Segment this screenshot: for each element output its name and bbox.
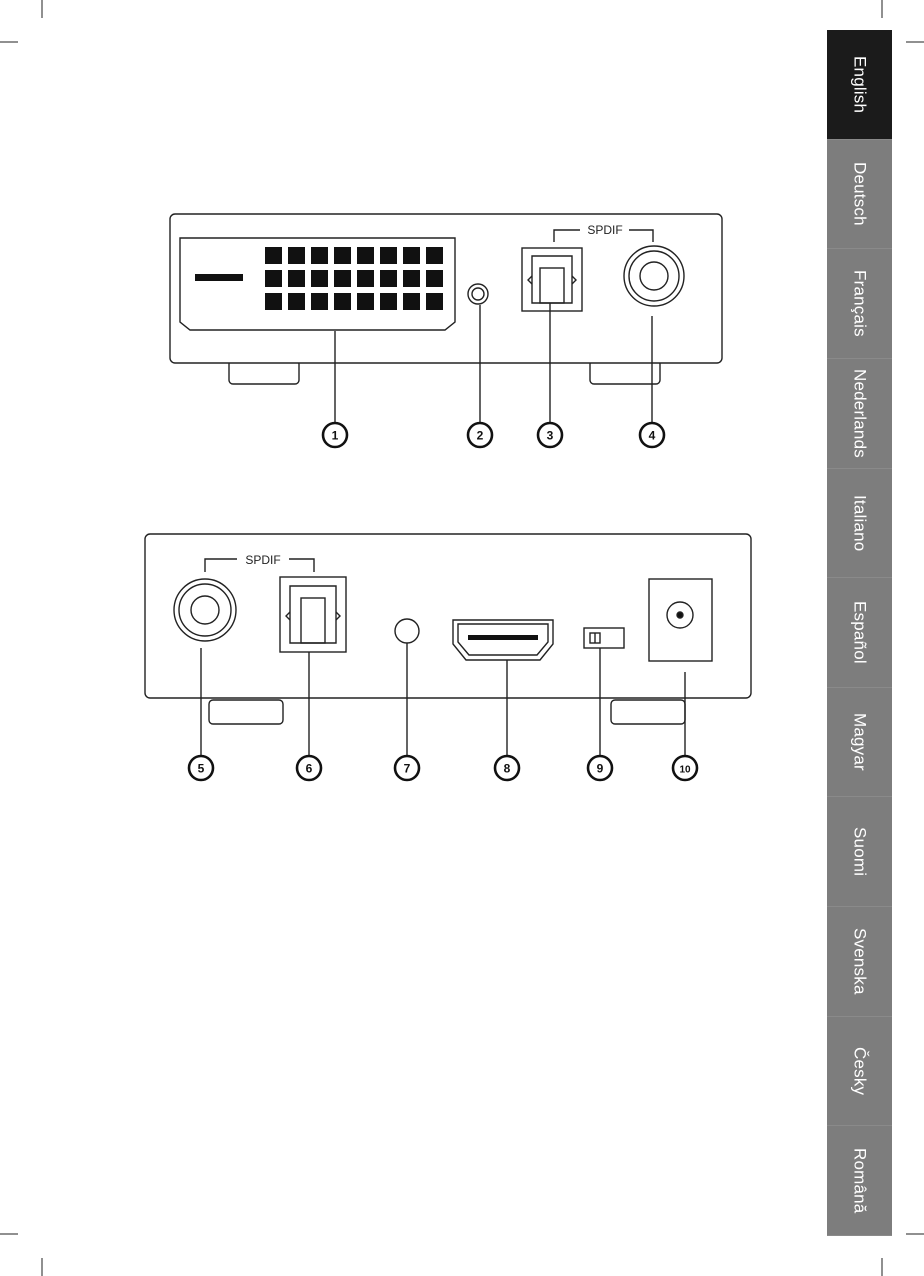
- dvi-pin: [311, 270, 328, 287]
- dvi-pin: [403, 293, 420, 310]
- lang-tab-5[interactable]: Español: [827, 578, 892, 688]
- svg-text:5: 5: [198, 762, 205, 776]
- dvi-pin: [380, 293, 397, 310]
- lang-tab-3[interactable]: Nederlands: [827, 359, 892, 469]
- lang-tab-label: Italiano: [850, 495, 870, 551]
- svg-text:4: 4: [649, 429, 656, 443]
- lang-tab-label: Svenska: [850, 928, 870, 995]
- svg-text:6: 6: [306, 762, 313, 776]
- lang-tab-10[interactable]: Română: [827, 1126, 892, 1236]
- dvi-pin: [334, 293, 351, 310]
- lang-tab-4[interactable]: Italiano: [827, 469, 892, 579]
- dvi-pin: [380, 270, 397, 287]
- dvi-pin: [265, 293, 282, 310]
- dvi-pin: [311, 293, 328, 310]
- lang-tab-7[interactable]: Suomi: [827, 797, 892, 907]
- dvi-pin: [426, 247, 443, 264]
- lang-tab-6[interactable]: Magyar: [827, 688, 892, 798]
- lang-tab-label: Nederlands: [850, 369, 870, 458]
- dvi-pin: [357, 247, 374, 264]
- dvi-pin: [357, 270, 374, 287]
- lang-tab-0[interactable]: English: [827, 30, 892, 140]
- callout-5: 5: [189, 756, 213, 780]
- svg-text:10: 10: [679, 765, 691, 776]
- callout-9: 9: [588, 756, 612, 780]
- top-panel: SPDIF: [170, 214, 722, 423]
- lang-tab-8[interactable]: Svenska: [827, 907, 892, 1017]
- dvi-pin: [426, 270, 443, 287]
- dvi-pin: [288, 247, 305, 264]
- dvi-port: [180, 238, 455, 330]
- svg-text:9: 9: [597, 762, 604, 776]
- svg-text:3: 3: [547, 429, 554, 443]
- svg-text:2: 2: [477, 429, 484, 443]
- lang-tab-1[interactable]: Deutsch: [827, 140, 892, 250]
- dvi-pin: [380, 247, 397, 264]
- lang-tab-label: English: [850, 56, 870, 113]
- lang-tab-label: Česky: [850, 1047, 870, 1095]
- callout-10: 10: [673, 756, 697, 780]
- callout-8: 8: [495, 756, 519, 780]
- lang-tab-9[interactable]: Česky: [827, 1017, 892, 1127]
- dvi-pin: [403, 247, 420, 264]
- lang-tab-label: Deutsch: [850, 162, 870, 226]
- bottom-foot-left: [209, 700, 283, 724]
- dvi-pin: [288, 270, 305, 287]
- callout-6: 6: [297, 756, 321, 780]
- lang-tab-2[interactable]: Français: [827, 249, 892, 359]
- dvi-pin: [357, 293, 374, 310]
- dvi-pin: [426, 293, 443, 310]
- svg-text:8: 8: [504, 762, 511, 776]
- dvi-pin: [334, 247, 351, 264]
- callout-2: 2: [468, 423, 492, 447]
- dvi-pin: [403, 270, 420, 287]
- lang-tab-label: Español: [850, 601, 870, 664]
- svg-text:7: 7: [404, 762, 411, 776]
- top-spdif-label: SPDIF: [587, 223, 622, 237]
- callout-3: 3: [538, 423, 562, 447]
- dvi-pin: [311, 247, 328, 264]
- callout-7: 7: [395, 756, 419, 780]
- lang-tab-label: Français: [850, 270, 870, 337]
- lang-tab-label: Suomi: [850, 827, 870, 876]
- callout-1: 1: [323, 423, 347, 447]
- dvi-pin: [265, 247, 282, 264]
- bottom-panel: SPDIF: [145, 534, 751, 756]
- callout-4: 4: [640, 423, 664, 447]
- lang-tab-label: Română: [850, 1148, 870, 1213]
- bottom-spdif-label: SPDIF: [245, 553, 280, 567]
- bottom-foot-right: [611, 700, 685, 724]
- lang-tab-label: Magyar: [850, 713, 870, 771]
- dvi-pin: [288, 293, 305, 310]
- dvi-pin: [265, 270, 282, 287]
- dvi-pin: [334, 270, 351, 287]
- svg-text:1: 1: [332, 429, 339, 443]
